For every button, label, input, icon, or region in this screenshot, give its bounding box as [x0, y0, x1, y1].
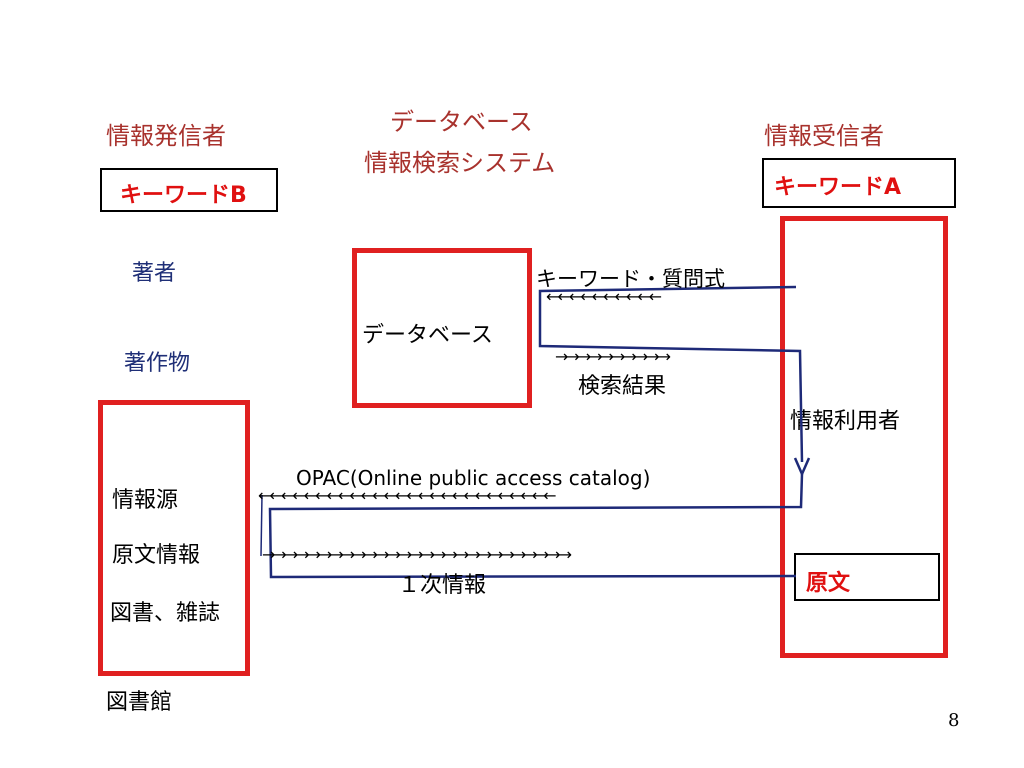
database-box	[352, 248, 532, 408]
database-header-line2: 情報検索システム	[364, 149, 556, 177]
database-header-line1: データベース	[390, 108, 533, 136]
work-label: 著作物	[124, 351, 191, 376]
library-box	[98, 400, 250, 676]
original-box: 原文	[794, 553, 940, 601]
left-bracket-line	[260, 494, 263, 557]
keyword-b-label: キーワードB	[120, 183, 247, 208]
query-arrows: ←←←←←←←←←←	[546, 287, 662, 306]
author-label: 著者	[132, 261, 177, 286]
page-number: 8	[948, 710, 960, 731]
result-label: 検索結果	[578, 374, 667, 399]
sender-header: 情報発信者	[106, 122, 226, 150]
original-info-label: 原文情報	[112, 543, 201, 568]
library-label: 図書館	[106, 690, 173, 715]
books-label: 図書、雑誌	[110, 601, 221, 626]
opac-label: OPAC(Online public access catalog)	[296, 466, 651, 490]
query-label: キーワード・質問式	[536, 267, 725, 291]
receiver-header: 情報受信者	[764, 122, 884, 150]
result-arrows: →→→→→→→→→→	[555, 347, 671, 366]
opac-primary-line	[268, 473, 804, 579]
user-box	[780, 216, 948, 658]
keyword-a-box: キーワードA	[762, 158, 956, 208]
primary-arrows: →→→→→→→→→→→→→→→→→→→→→→→→→→→	[262, 545, 572, 564]
source-label: 情報源	[112, 488, 179, 513]
keyword-b-box: キーワードB	[100, 168, 278, 212]
keyword-a-label: キーワードA	[774, 175, 902, 200]
original-label: 原文	[806, 571, 851, 596]
primary-label: １次情報	[398, 573, 487, 598]
query-result-line	[538, 285, 804, 463]
database-box-label: データベース	[362, 323, 493, 348]
user-label: 情報利用者	[790, 409, 901, 434]
opac-arrows: ←←←←←←←←←←←←←←←←←←←←←←←←←←	[258, 486, 557, 505]
